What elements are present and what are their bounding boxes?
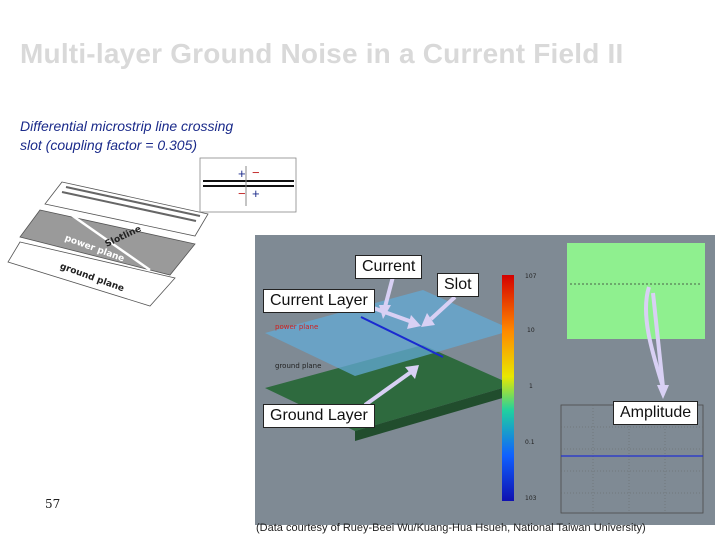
minus-sign-bottom: − [238, 186, 246, 201]
data-credit-caption: (Data courtesy of Ruey-Beei Wu/Kuang-Hua… [256, 522, 646, 534]
colorbar-tick-2: 10 [527, 327, 535, 334]
simulation-panel: power plane ground plane 107 10 1 0.1 10… [255, 235, 715, 525]
colorbar-tick-5: 103 [525, 495, 537, 502]
minus-sign-top: − [252, 165, 260, 180]
subtitle-line-1: Differential microstrip line crossing [20, 118, 234, 134]
ground-layer-callout: Ground Layer [263, 404, 375, 428]
current-callout: Current [355, 255, 423, 279]
field-power-plane-label: power plane [275, 323, 319, 331]
colorbar-tick-3: 1 [529, 383, 533, 390]
page-number: 57 [45, 497, 61, 511]
plus-sign-bottom: + [252, 186, 260, 201]
colorbar-tick-1: 107 [525, 273, 537, 280]
subtitle: Differential microstrip line crossing sl… [20, 117, 233, 155]
current-layer-callout: Current Layer [263, 289, 375, 313]
field-ground-plane-label: ground plane [275, 362, 322, 370]
colorbar-tick-4: 0.1 [525, 439, 535, 446]
slot-callout: Slot [437, 273, 479, 297]
amplitude-callout: Amplitude [613, 401, 699, 425]
plus-sign-top: + [238, 166, 246, 181]
slide-title: Multi-layer Ground Noise in a Current Fi… [20, 38, 624, 69]
subtitle-line-2: slot (coupling factor = 0.305) [20, 137, 198, 153]
field-plot [265, 243, 705, 514]
layer-stack-sketch [7, 157, 297, 307]
